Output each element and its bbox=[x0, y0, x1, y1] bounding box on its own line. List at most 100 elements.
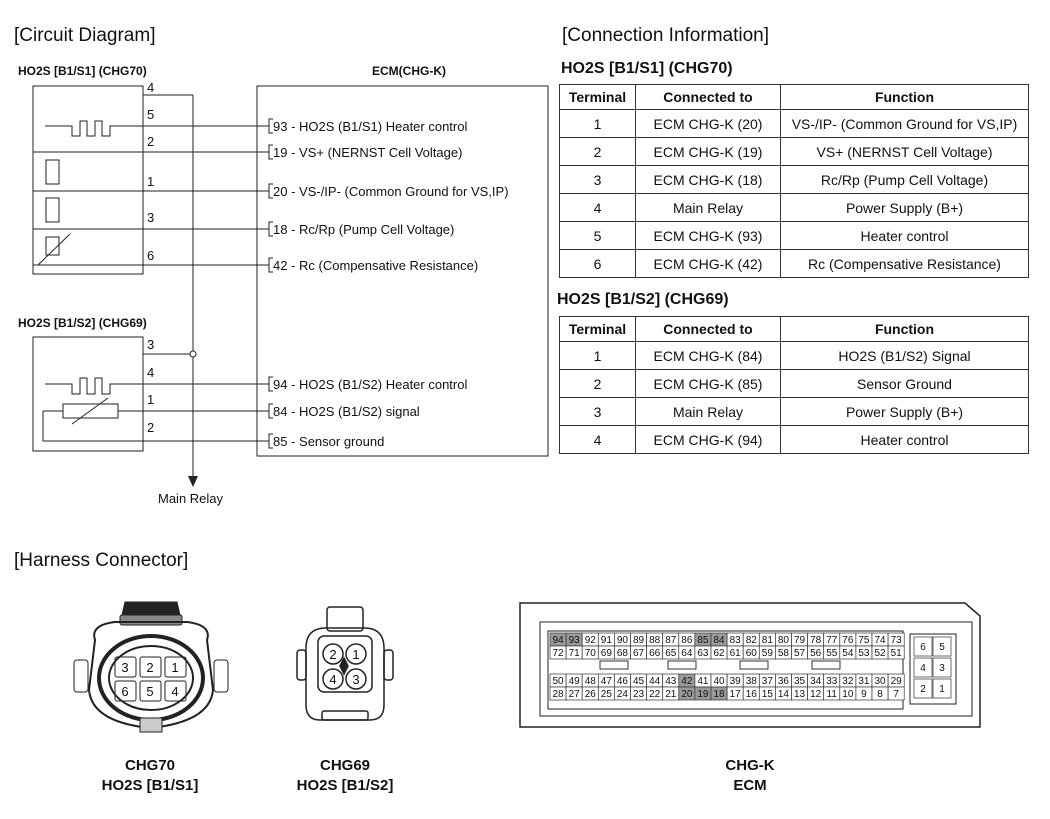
ecm-pin-number: 35 bbox=[794, 676, 806, 687]
ecm-pin-number: 82 bbox=[746, 635, 758, 646]
ecm-pin-number: 14 bbox=[778, 689, 790, 700]
ecm-pin-number: 61 bbox=[730, 648, 742, 659]
ecm-pin-number: 48 bbox=[585, 676, 597, 687]
chg69-pin: 4 bbox=[329, 672, 336, 687]
ecm-side-pin-number: 6 bbox=[920, 642, 926, 653]
table-header: Function bbox=[780, 84, 1029, 110]
ecm-pin-number: 72 bbox=[552, 648, 564, 659]
ecm-pin-number: 33 bbox=[826, 676, 838, 687]
ecm-pin-number: 8 bbox=[877, 689, 883, 700]
ecm-pin-number: 73 bbox=[891, 635, 903, 646]
table-cell: 6 bbox=[559, 249, 636, 278]
table-header: Terminal bbox=[559, 316, 636, 342]
chg70-sub: HO2S [B1/S1] bbox=[101, 777, 199, 794]
ecm-pin-number: 32 bbox=[842, 676, 854, 687]
ecm-pin-number: 67 bbox=[633, 648, 645, 659]
ecm-pin-number: 87 bbox=[665, 635, 677, 646]
table-cell: Rc (Compensative Resistance) bbox=[780, 249, 1029, 278]
table-cell: ECM CHG-K (84) bbox=[635, 341, 781, 370]
table-cell: ECM CHG-K (94) bbox=[635, 425, 781, 454]
ecm-side-pin-cell bbox=[932, 678, 952, 699]
ecm-pin-label: 19 - VS+ (NERNST Cell Voltage) bbox=[273, 145, 462, 160]
ecm-label: ECM(CHG-K) bbox=[372, 64, 446, 78]
ecm-pin-cell bbox=[887, 645, 905, 660]
ecm-side-pin-cell bbox=[913, 657, 933, 678]
ecm-pin-number: 71 bbox=[569, 648, 581, 659]
ecm-pin-number: 28 bbox=[552, 689, 564, 700]
ecm-pin-number: 17 bbox=[730, 689, 742, 700]
ecm-side-pin-number: 2 bbox=[920, 684, 926, 695]
ecm-pin-number: 26 bbox=[585, 689, 597, 700]
table-cell: ECM CHG-K (93) bbox=[635, 221, 781, 250]
ecm-pin-number: 30 bbox=[874, 676, 886, 687]
sensor2-label: HO2S [B1/S2] (CHG69) bbox=[18, 316, 147, 330]
ecm-pin-number: 94 bbox=[552, 635, 564, 646]
ecm-pin-number: 83 bbox=[730, 635, 742, 646]
sensor1-resistor-icon bbox=[45, 236, 60, 256]
chg69-pin: 1 bbox=[352, 647, 359, 662]
table-cell: 1 bbox=[559, 109, 636, 138]
sensor1-pin: 1 bbox=[147, 174, 154, 189]
sensor1-cell-icon bbox=[45, 159, 60, 185]
ecm-pin-number: 12 bbox=[810, 689, 822, 700]
ecm-pin-brackets bbox=[268, 118, 273, 449]
ecm-pin-number: 21 bbox=[665, 689, 677, 700]
sensor1-cell-icon bbox=[45, 197, 60, 223]
ecm-pin-number: 66 bbox=[649, 648, 661, 659]
main-relay-label: Main Relay bbox=[158, 491, 224, 506]
ecm-pin-number: 31 bbox=[858, 676, 870, 687]
ecm-pin-number: 60 bbox=[746, 648, 758, 659]
sensor2-pin: 3 bbox=[147, 337, 154, 352]
ecm-pin-label: 93 - HO2S (B1/S1) Heater control bbox=[273, 119, 467, 134]
ecm-pin-number: 25 bbox=[601, 689, 613, 700]
ecm-side-pin-number: 3 bbox=[939, 663, 945, 674]
table-cell: VS+ (NERNST Cell Voltage) bbox=[780, 137, 1029, 166]
table-cell: ECM CHG-K (18) bbox=[635, 165, 781, 194]
ecm-pin-number: 15 bbox=[762, 689, 774, 700]
ecm-pin-number: 76 bbox=[842, 635, 854, 646]
sensor1-pin: 2 bbox=[147, 134, 154, 149]
table-header-row: Terminal Connected to Function bbox=[559, 316, 1029, 342]
ecm-pin-label: 42 - Rc (Compensative Resistance) bbox=[273, 258, 478, 273]
table1-title: HO2S [B1/S1] (CHG70) bbox=[561, 60, 733, 77]
ecm-pin-number: 92 bbox=[585, 635, 597, 646]
table-cell: ECM CHG-K (42) bbox=[635, 249, 781, 278]
ecm-side-pin-cell bbox=[932, 636, 952, 657]
ecm-pin-number: 40 bbox=[713, 676, 725, 687]
ecm-pin-number: 42 bbox=[681, 676, 693, 687]
table2-title: HO2S [B1/S2] (CHG69) bbox=[557, 291, 729, 308]
ecm-pin-number: 89 bbox=[633, 635, 645, 646]
ecm-pin-number: 44 bbox=[649, 676, 661, 687]
chgk-sub: ECM bbox=[733, 777, 767, 794]
chg70-pin: 4 bbox=[171, 684, 178, 699]
ecm-pin-number: 10 bbox=[842, 689, 854, 700]
ecm-pin-number: 64 bbox=[681, 648, 693, 659]
ecm-pin-number: 37 bbox=[762, 676, 774, 687]
ecm-pin-label: 18 - Rc/Rp (Pump Cell Voltage) bbox=[273, 222, 454, 237]
table-cell: Heater control bbox=[780, 221, 1029, 250]
chg70-pin: 6 bbox=[121, 684, 128, 699]
ecm-pin-number: 63 bbox=[697, 648, 709, 659]
ecm-pin-number: 53 bbox=[858, 648, 870, 659]
chg70-pin: 1 bbox=[171, 660, 178, 675]
table-cell: ECM CHG-K (19) bbox=[635, 137, 781, 166]
ecm-side-pin-cell bbox=[932, 657, 952, 678]
chgk-name: CHG-K bbox=[725, 757, 775, 774]
table-cell: Power Supply (B+) bbox=[780, 193, 1029, 222]
ecm-pin-number: 18 bbox=[713, 689, 725, 700]
connection-info-title: [Connection Information] bbox=[562, 25, 770, 46]
ecm-pin-label: 94 - HO2S (B1/S2) Heater control bbox=[273, 377, 467, 392]
ecm-pin-number: 46 bbox=[617, 676, 629, 687]
table-cell: Rc/Rp (Pump Cell Voltage) bbox=[780, 165, 1029, 194]
